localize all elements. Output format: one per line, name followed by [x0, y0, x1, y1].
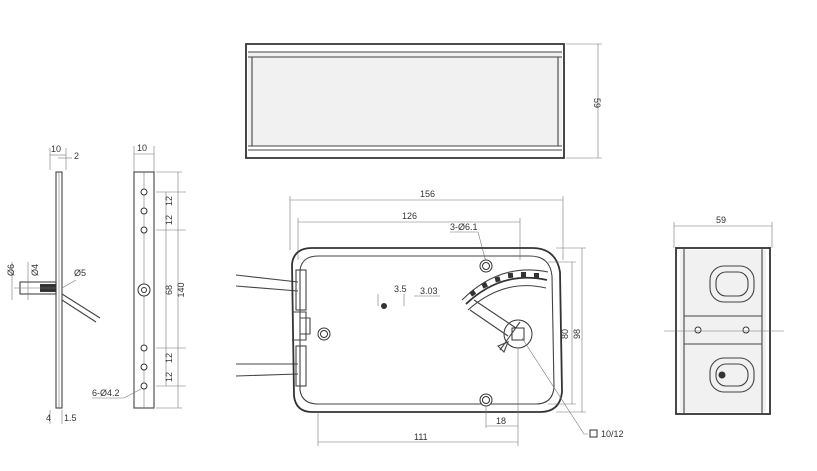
bracket-140-dim: 140: [176, 282, 186, 297]
end-width-dim: 59: [716, 215, 726, 225]
side-d6-dim: Ø6: [6, 264, 16, 276]
bottom-111-dim: 111: [414, 432, 428, 442]
small-b-dim: 3.03: [420, 286, 438, 296]
bracket-12d-dim: 12: [164, 372, 174, 382]
front-inner-width-dim: 126: [402, 211, 417, 221]
side-thickness-dim: 2: [74, 151, 79, 161]
square-drive-dim: 10/12: [601, 429, 624, 439]
front-view: 156 126 3-Ø6.1 3.5 3.03: [235, 189, 624, 446]
height-80-dim: 80: [560, 329, 570, 339]
height-98-dim: 98: [572, 329, 582, 339]
small-a-dim: 3.5: [394, 284, 407, 294]
top-view: 59: [245, 43, 602, 159]
bracket-12a-dim: 12: [164, 196, 174, 206]
side-width-dim: 10: [51, 144, 61, 154]
front-hole-callout: 3-Ø6.1: [450, 222, 478, 232]
top-height-dim: 59: [592, 98, 602, 108]
side-d4-dim: Ø4: [30, 264, 40, 276]
side-view: 10 2 Ø6 Ø4 Ø5 4 1.5: [6, 144, 101, 424]
bracket-holes-callout: 6-Ø4.2: [92, 388, 120, 398]
bracket-view: 10 12 12 68 140 12 12 6-Ø4.2: [92, 143, 186, 409]
bracket-width-dim: 10: [137, 143, 147, 153]
side-1-5-dim: 1.5: [64, 413, 77, 423]
bottom-18-dim: 18: [496, 416, 506, 426]
bracket-12b-dim: 12: [164, 215, 174, 225]
bracket-12c-dim: 12: [164, 353, 174, 363]
side-4-dim: 4: [46, 413, 51, 423]
front-width-dim: 156: [420, 189, 435, 199]
end-view: 59: [664, 215, 784, 415]
bracket-68-dim: 68: [164, 285, 174, 295]
side-d5-dim: Ø5: [74, 268, 86, 278]
